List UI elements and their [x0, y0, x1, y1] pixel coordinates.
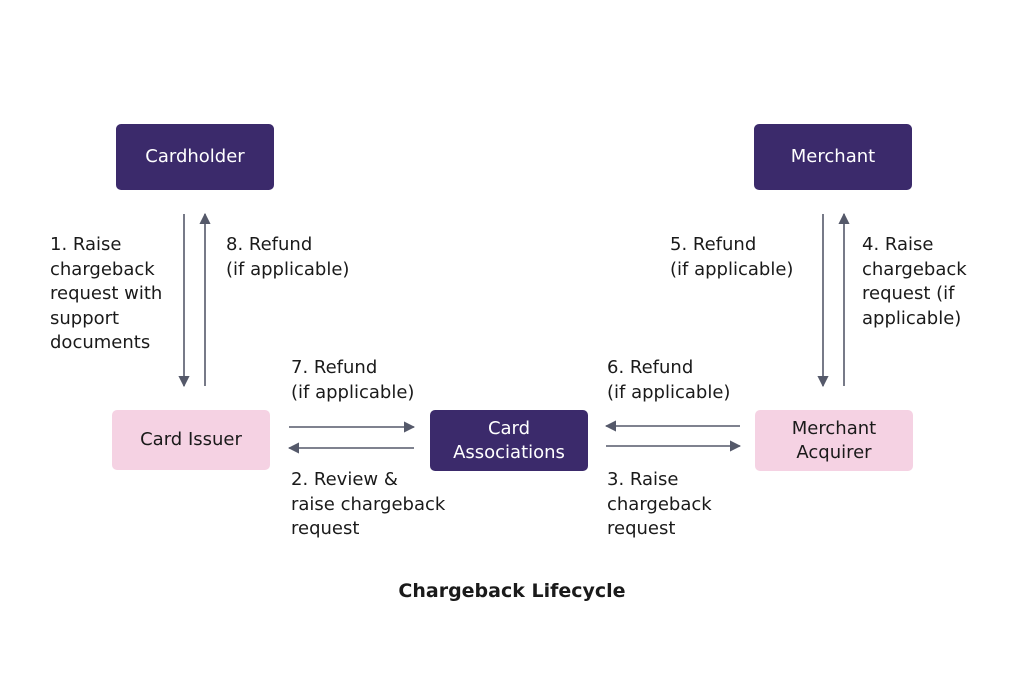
node-card-issuer: Card Issuer [112, 410, 270, 470]
step-6-label: 6. Refund (if applicable) [607, 357, 731, 403]
step-2-label: 2. Review & raise chargeback request [291, 469, 446, 539]
step-3-label: 3. Raise chargeback request [607, 469, 712, 539]
step-7-label: 7. Refund (if applicable) [291, 357, 415, 403]
node-card-associations: Card Associations [430, 410, 588, 471]
step-5-label: 5. Refund (if applicable) [670, 234, 794, 280]
step-1-label: 1. Raise chargeback request with support… [50, 234, 163, 353]
node-merchant: Merchant [754, 124, 912, 190]
step-8-label: 8. Refund (if applicable) [226, 234, 350, 280]
node-merchant-acquirer: Merchant Acquirer [755, 410, 913, 471]
step-4-label: 4. Raise chargeback request (if applicab… [862, 234, 967, 329]
diagram-caption: Chargeback Lifecycle [398, 580, 626, 602]
node-cardholder: Cardholder [116, 124, 274, 190]
